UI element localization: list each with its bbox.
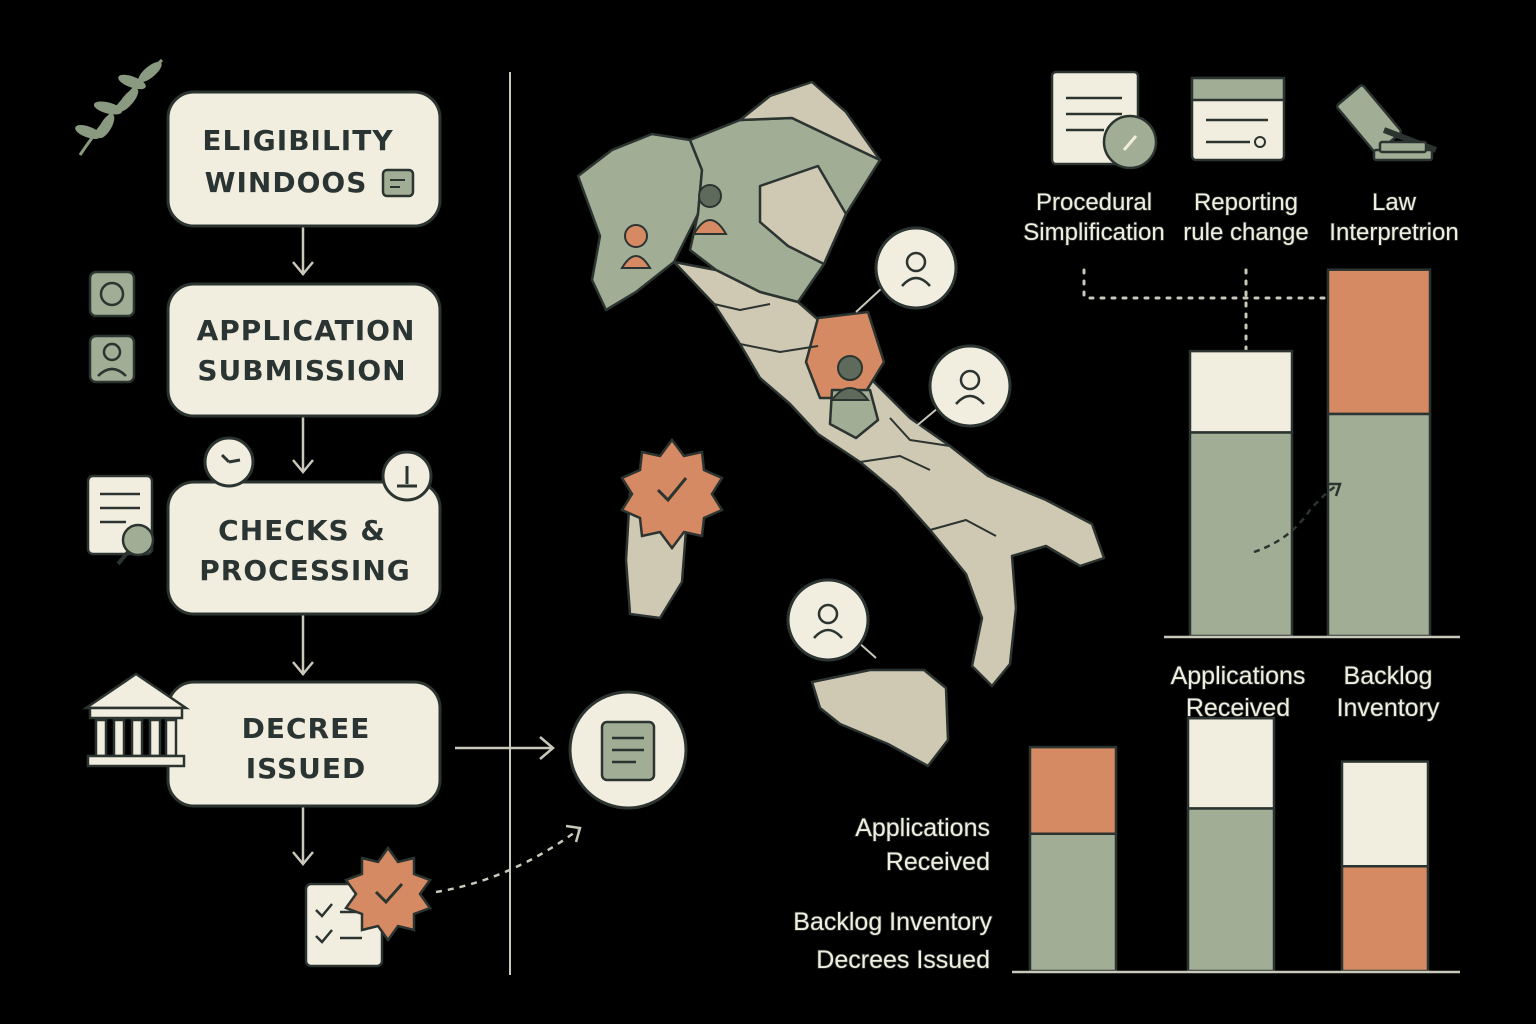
step-title-line1: DECREE <box>242 712 371 745</box>
map-person-marker-northwest <box>620 224 652 269</box>
bar-segment-c0-b0-s2 <box>1188 349 1294 434</box>
bar-segment-c0-b1-s1 <box>1326 268 1432 416</box>
courthouse-icon <box>81 672 191 768</box>
factor-label-line1: Law <box>1372 189 1417 216</box>
olive-branch-icon <box>75 58 164 156</box>
factor-label-line2: Simplification <box>1023 219 1164 246</box>
reporting-form-icon <box>1190 76 1286 162</box>
bar-segment-c1-b0-s1 <box>1028 745 1118 836</box>
calendar-icon <box>381 168 415 198</box>
italy-map <box>576 80 1106 768</box>
step-title-line1: APPLICATION <box>197 314 416 347</box>
bar-segment-c1-b2-s2 <box>1340 760 1430 868</box>
bar-segment-c1-b2-s1 <box>1340 865 1430 973</box>
bar-segment-c0-b1-s0 <box>1326 412 1432 638</box>
decree-document-icon <box>568 690 688 810</box>
map-northeast-region <box>738 80 882 162</box>
step-title-line2: PROCESSING <box>199 554 410 587</box>
map-person-marker-central <box>829 355 871 401</box>
step-title-line2: ISSUED <box>246 752 367 785</box>
user-card-icon <box>88 334 136 384</box>
bottom-chart-label-line2: Received <box>886 848 990 876</box>
factor-label-line1: Reporting <box>1194 189 1298 216</box>
factor-label-line2: Interpretrion <box>1329 219 1458 246</box>
gavel-icon <box>1336 84 1438 162</box>
factor-label-line1: Procedural <box>1036 189 1152 216</box>
profile-card-icon <box>88 270 136 318</box>
callout-user-icon-north <box>855 226 958 313</box>
map-sicily <box>810 668 950 768</box>
map-peninsula-region <box>672 260 1106 688</box>
procedural-simplification-icon <box>1050 70 1158 170</box>
flow-step-eligibility: ELIGIBILITY WINDOOS <box>166 90 442 228</box>
bottom-chart-label-line1: Applications <box>855 814 990 842</box>
clock-icon <box>203 436 255 488</box>
step-title-line1: ELIGIBILITY <box>202 124 393 157</box>
callout-user-icon-central <box>913 344 1012 429</box>
step-title-line2: WINDOOS <box>205 166 368 199</box>
map-central-green-region <box>828 388 880 440</box>
step-title-line1: CHECKS & <box>218 514 386 547</box>
map-approval-seal <box>620 437 724 551</box>
dashed-arrow <box>435 828 579 894</box>
top-chart-label-line2: Inventory <box>1337 694 1440 722</box>
trend-arrow-head <box>1328 482 1342 497</box>
factor-label-line2: rule change <box>1183 219 1308 246</box>
timer-icon <box>381 450 433 502</box>
bar-segment-c1-b0-s0 <box>1028 832 1118 973</box>
bottom-chart-label-line3: Backlog Inventory <box>793 908 992 936</box>
map-north-central-region <box>758 164 848 266</box>
map-person-marker-north <box>692 184 728 235</box>
trend-arrow <box>1253 484 1337 554</box>
flow-step-decree: DECREE ISSUED <box>166 680 442 808</box>
top-stacked-bar-chart <box>1164 268 1460 639</box>
approval-seal-icon <box>344 845 432 943</box>
dashed-arrow-head <box>565 824 582 843</box>
callout-user-icon-south <box>786 578 877 662</box>
top-chart-label-line1: Backlog <box>1344 662 1433 690</box>
bottom-stacked-bar-chart <box>1012 716 1460 974</box>
bar-segment-c1-b1-s2 <box>1186 716 1276 810</box>
flow-step-checks: CHECKS & PROCESSING <box>166 480 442 616</box>
step-title-line2: SUBMISSION <box>197 354 406 387</box>
flow-step-application: APPLICATION SUBMISSION <box>166 282 442 418</box>
bar-segment-c1-b1-s0 <box>1186 807 1276 973</box>
top-chart-label-line1: Applications <box>1171 662 1306 690</box>
flow-connectors <box>292 226 555 866</box>
bar-segment-c0-b0-s0 <box>1188 431 1294 638</box>
map-northwest-region <box>576 132 704 312</box>
bottom-chart-label-line4: Decrees Issued <box>816 946 990 974</box>
document-review-icon <box>86 474 155 566</box>
